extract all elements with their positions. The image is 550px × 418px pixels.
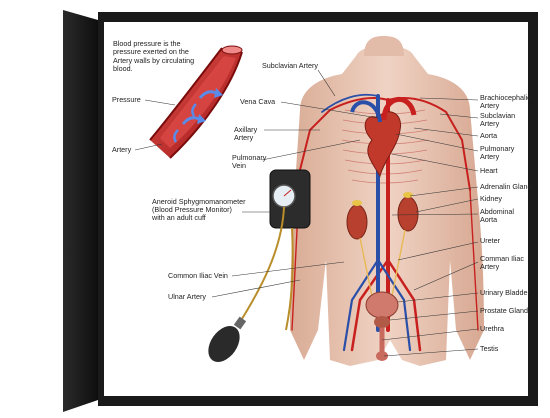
label-ulnar-artery: Ulnar Artery [168,292,206,301]
frame-right [528,12,538,406]
label-common-iliac-vein: Common Iliac Vein [168,271,228,280]
intro-text: Blood pressure is the pressure exerted o… [113,39,195,74]
label-pressure: Pressure [112,95,141,104]
label-comman-iliac-artery: Comman Iliac Artery [480,254,524,272]
label-pulmonary-artery: Pulmonary Artery [480,144,515,162]
label-prostate-gland: Prostate Gland [480,306,528,315]
artery-illustration [149,45,243,159]
label-artery: Artery [112,145,132,154]
label-ureter: Ureter [480,236,500,245]
frame-left [98,12,104,406]
label-brachiocephalic-artery: Brachiocephalic Artery [480,93,531,111]
label-abdominal-aorta: Abdominal Aorta [480,207,514,225]
label-urinary-bladder: Urinary Bladder [480,288,530,297]
label-kidney: Kidney [480,194,502,203]
sphygmomanometer-illustration [208,169,311,363]
frame-top [98,12,538,22]
leader-lines [134,69,479,357]
label-adrenalin-gland: Adrenalin Gland [480,182,532,191]
frame-bottom [98,396,538,406]
label-heart: Heart [480,166,498,175]
label-pulmonary-vein: Pulmonary Vein [232,153,267,171]
canvas-left-edge [63,10,98,412]
label-subclavian-artery-right: Subclavian Artery [480,111,516,129]
label-urethra: Urethra [480,324,504,333]
label-sphygmomanometer: Aneroid Sphygmomanometer (Blood Pressure… [152,197,246,223]
label-testis: Testis [480,344,499,353]
label-aorta: Aorta [480,131,498,140]
label-subclavian-artery-left: Subclavian Artery [262,61,318,70]
label-vena-cava: Vena Cava [240,97,276,106]
torso-illustration [290,36,484,366]
label-axillary-artery: Axillary Artery [234,125,258,143]
